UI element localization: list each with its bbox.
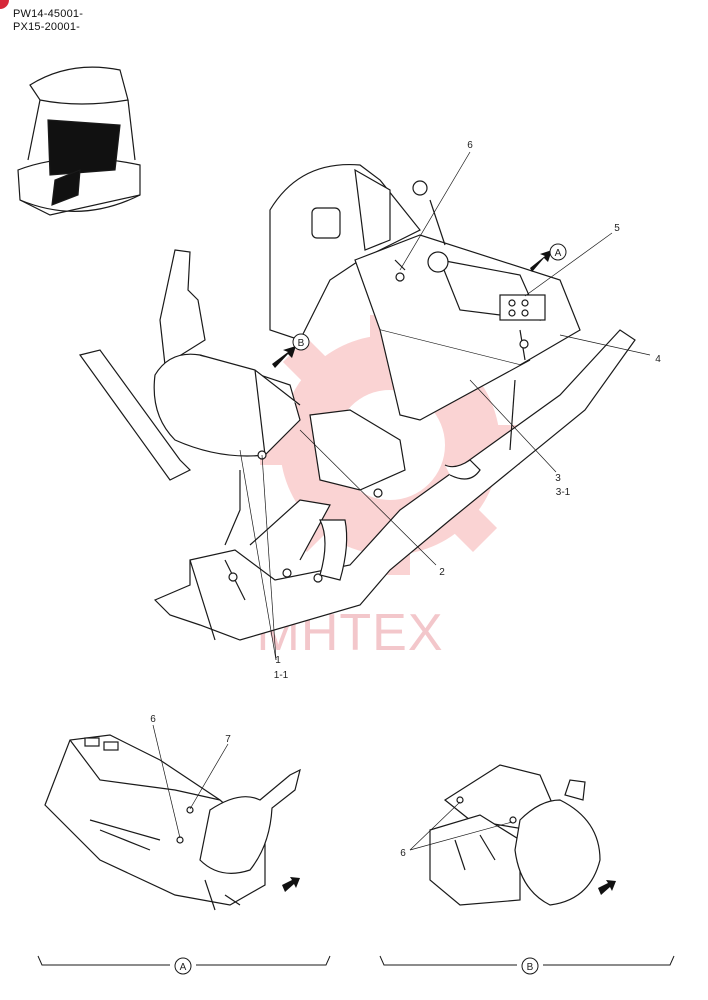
callout-1-1: 1-1 (274, 670, 289, 681)
view-arrow-b-icon (272, 333, 310, 368)
callout-6-main: 6 (467, 140, 473, 151)
callout-3: 3 (555, 473, 561, 484)
leader-lines-view-b (409, 801, 513, 851)
callout-4: 4 (655, 354, 661, 365)
callout-3-1: 3-1 (556, 487, 571, 498)
serial-range-1: PW14-45001- (13, 8, 84, 20)
view-marker-a-main: A (555, 248, 562, 259)
machine-overview-thumbnail (17, 66, 141, 216)
left-console-1 (78, 249, 481, 581)
callout-6-view-b: 6 (400, 848, 406, 859)
right-console-3 (269, 163, 581, 451)
callout-5: 5 (614, 223, 620, 234)
view-marker-a: A (180, 962, 187, 973)
callout-2: 2 (439, 567, 445, 578)
leader-lines-view-a (152, 724, 229, 839)
corner-marker (0, 0, 9, 9)
direction-arrow-a-icon (282, 877, 300, 892)
leader-lines-main (239, 151, 651, 661)
view-marker-b-main: B (298, 338, 305, 349)
view-b-bracket (379, 955, 675, 975)
detail-view-a-drawing (44, 734, 301, 911)
detail-view-b-drawing (429, 764, 601, 906)
serial-range-2: PX15-20001- (13, 21, 81, 33)
callout-1: 1 (275, 655, 281, 666)
view-arrow-a-icon (530, 243, 567, 272)
direction-arrow-b-icon (598, 880, 616, 895)
base-frame-1 (153, 329, 636, 641)
view-marker-b: B (527, 962, 534, 973)
callout-6-view-a: 6 (150, 714, 156, 725)
callout-7: 7 (225, 734, 231, 745)
view-a-bracket (37, 955, 331, 975)
